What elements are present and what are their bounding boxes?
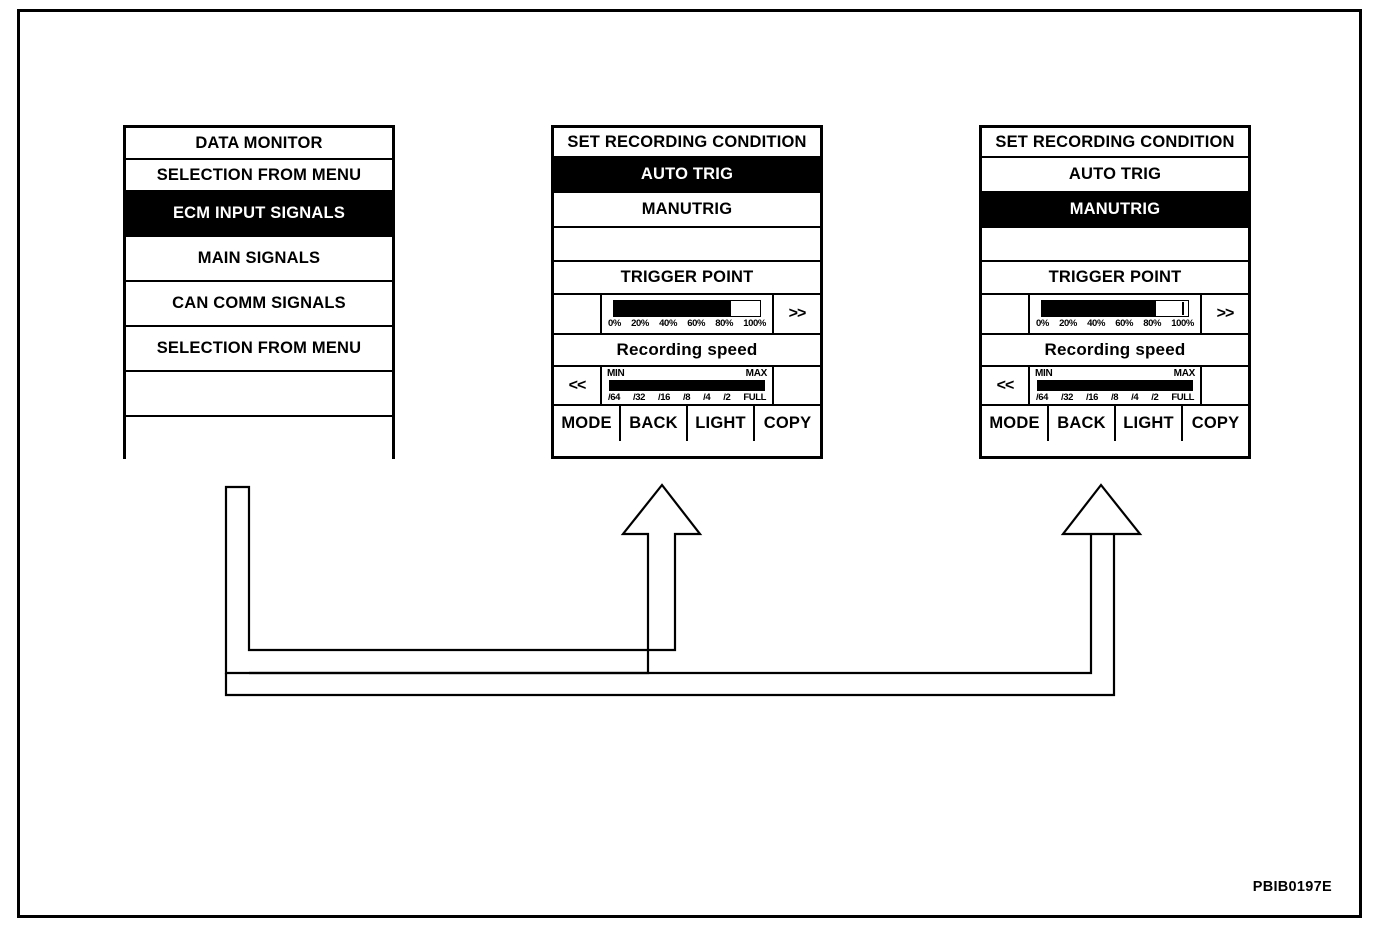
recording-speed-left-key[interactable]: <<: [554, 367, 602, 404]
speed-tick-2: /2: [723, 392, 731, 403]
trigger-point-header: TRIGGER POINT: [982, 262, 1248, 295]
soft-key-mode[interactable]: MODE: [982, 406, 1049, 441]
figure-id-label: PBIB0197E: [1252, 879, 1332, 895]
option-auto-trig[interactable]: AUTO TRIG: [554, 158, 820, 193]
option-blank-row[interactable]: [982, 228, 1248, 262]
recording-speed-min-label: MIN: [607, 368, 625, 379]
speed-tick-32: /32: [1061, 392, 1074, 403]
recording-speed-header: Recording speed: [554, 335, 820, 367]
trigger-point-left-key[interactable]: [554, 295, 602, 333]
trigger-point-row: 0% 20% 40% 60% 80% 100% >>: [982, 295, 1248, 335]
soft-key-copy[interactable]: COPY: [763, 414, 812, 432]
data-monitor-screen: DATA MONITOR SELECTION FROM MENU ECM INP…: [123, 125, 395, 462]
soft-key-back[interactable]: BACK: [621, 406, 688, 441]
trigger-point-meter[interactable]: [613, 300, 761, 317]
recording-speed-scale: /64 /32 /16 /8 /4 /2 FULL: [607, 392, 767, 403]
set-recording-condition-screen-auto-trig: SET RECORDING CONDITION AUTO TRIG MANUTR…: [551, 125, 823, 459]
trigger-point-row: 0% 20% 40% 60% 80% 100% >>: [554, 295, 820, 335]
menu-row-title: DATA MONITOR: [126, 128, 392, 160]
recording-speed-right-key[interactable]: [772, 367, 820, 404]
trigger-point-meter-fill: [614, 301, 731, 316]
trigger-point-meter[interactable]: [1041, 300, 1189, 317]
scale-tick-80: 80%: [715, 318, 734, 329]
recording-speed-row: << MIN MAX /64 /32 /16 /8 /4: [982, 367, 1248, 406]
recording-speed-max-label: MAX: [1173, 368, 1196, 379]
soft-key-back[interactable]: BACK: [1049, 406, 1116, 441]
scale-tick-80: 80%: [1143, 318, 1162, 329]
recording-speed-row: << MIN MAX /64 /32 /16 /8 /4: [554, 367, 820, 406]
trigger-point-meter-area[interactable]: 0% 20% 40% 60% 80% 100%: [1030, 295, 1200, 333]
trigger-point-meter-tick: [1182, 302, 1184, 315]
speed-tick-2: /2: [1151, 392, 1159, 403]
scale-tick-60: 60%: [1115, 318, 1134, 329]
recording-speed-meter-fill: [1038, 381, 1192, 390]
speed-tick-4: /4: [1131, 392, 1139, 403]
recording-speed-meter-area[interactable]: MIN MAX /64 /32 /16 /8 /4 /2 FULL: [1030, 367, 1200, 404]
recording-speed-minmax: MIN MAX: [607, 369, 767, 379]
speed-tick-full: FULL: [1171, 392, 1194, 403]
trigger-point-header: TRIGGER POINT: [554, 262, 820, 295]
scale-tick-100: 100%: [743, 318, 766, 329]
speed-tick-16: /16: [1086, 392, 1099, 403]
menu-row-can-comm-signals[interactable]: CAN COMM SIGNALS: [126, 282, 392, 327]
option-auto-trig[interactable]: AUTO TRIG: [982, 158, 1248, 193]
soft-key-light[interactable]: LIGHT: [1116, 406, 1183, 441]
option-manu-trig[interactable]: MANUTRIG: [554, 193, 820, 228]
speed-tick-8: /8: [683, 392, 691, 403]
scale-tick-100: 100%: [1171, 318, 1194, 329]
option-blank-row[interactable]: [554, 228, 820, 262]
recording-speed-left-key[interactable]: <<: [982, 367, 1030, 404]
trigger-point-left-key[interactable]: [982, 295, 1030, 333]
soft-key-copy[interactable]: COPY: [1191, 414, 1240, 432]
recording-speed-min-label: MIN: [1035, 368, 1053, 379]
speed-tick-32: /32: [633, 392, 646, 403]
trigger-point-scale: 0% 20% 40% 60% 80% 100%: [1035, 318, 1195, 329]
scale-tick-20: 20%: [631, 318, 649, 329]
speed-tick-64: /64: [608, 392, 621, 403]
scale-tick-20: 20%: [1059, 318, 1077, 329]
recording-speed-meter-area[interactable]: MIN MAX /64 /32 /16 /8 /4 /2 FULL: [602, 367, 772, 404]
trigger-point-meter-fill: [1042, 301, 1156, 316]
scale-tick-0: 0%: [1036, 318, 1049, 329]
recording-speed-max-label: MAX: [745, 368, 768, 379]
speed-tick-64: /64: [1036, 392, 1049, 403]
trigger-point-right-key[interactable]: >>: [772, 295, 820, 333]
scale-tick-40: 40%: [1087, 318, 1105, 329]
recording-speed-right-key[interactable]: [1200, 367, 1248, 404]
recording-speed-meter[interactable]: [609, 380, 765, 391]
speed-tick-8: /8: [1111, 392, 1119, 403]
soft-key-light[interactable]: LIGHT: [688, 406, 755, 441]
option-manu-trig[interactable]: MANUTRIG: [982, 193, 1248, 228]
speed-tick-full: FULL: [743, 392, 766, 403]
screen-title: SET RECORDING CONDITION: [554, 128, 820, 158]
soft-key-row: MODE BACK LIGHT COPY: [554, 406, 820, 441]
recording-speed-minmax: MIN MAX: [1035, 369, 1195, 379]
menu-row-ecm-input-signals[interactable]: ECM INPUT SIGNALS: [126, 192, 392, 237]
menu-row-selection-from-menu-2[interactable]: SELECTION FROM MENU: [126, 327, 392, 372]
trigger-point-meter-area[interactable]: 0% 20% 40% 60% 80% 100%: [602, 295, 772, 333]
soft-key-row: MODE BACK LIGHT COPY: [982, 406, 1248, 441]
set-recording-condition-screen-manu-trig: SET RECORDING CONDITION AUTO TRIG MANUTR…: [979, 125, 1251, 459]
recording-speed-meter[interactable]: [1037, 380, 1193, 391]
recording-speed-scale: /64 /32 /16 /8 /4 /2 FULL: [1035, 392, 1195, 403]
speed-tick-4: /4: [703, 392, 711, 403]
recording-speed-header: Recording speed: [982, 335, 1248, 367]
soft-key-mode[interactable]: MODE: [554, 406, 621, 441]
menu-row-main-signals[interactable]: MAIN SIGNALS: [126, 237, 392, 282]
screen-title: SET RECORDING CONDITION: [982, 128, 1248, 158]
scale-tick-40: 40%: [659, 318, 677, 329]
trigger-point-right-key[interactable]: >>: [1200, 295, 1248, 333]
scale-tick-60: 60%: [687, 318, 706, 329]
menu-row-empty-2[interactable]: [126, 417, 392, 462]
figure-border: DATA MONITOR SELECTION FROM MENU ECM INP…: [17, 9, 1362, 918]
trigger-point-scale: 0% 20% 40% 60% 80% 100%: [607, 318, 767, 329]
menu-row-selection-from-menu-1[interactable]: SELECTION FROM MENU: [126, 160, 392, 192]
speed-tick-16: /16: [658, 392, 671, 403]
scale-tick-0: 0%: [608, 318, 621, 329]
menu-row-empty-1[interactable]: [126, 372, 392, 417]
recording-speed-meter-fill: [610, 381, 764, 390]
